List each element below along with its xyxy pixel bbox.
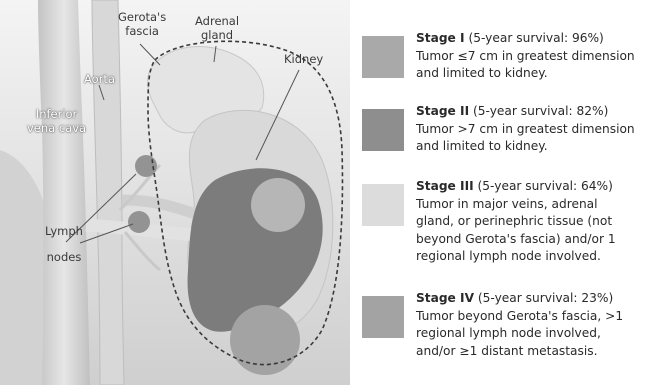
stage-ii-text: Stage II (5-year survival: 82%) Tumor >7… <box>416 103 652 156</box>
stage-i-desc-2: and limited to kidney. <box>416 65 652 83</box>
stage-iv-desc-2: regional lymph node involved, <box>416 325 652 343</box>
kidney-label: Kidney <box>284 52 323 66</box>
stage-iii-name: Stage III <box>416 179 474 193</box>
stage-i-name: Stage I <box>416 31 465 45</box>
stage-iii-swatch <box>362 184 404 226</box>
stage-iv-desc-1: Tumor beyond Gerota's fascia, >1 <box>416 308 652 326</box>
stage-iii-desc-1: Tumor in major veins, adrenal <box>416 196 652 214</box>
stage-ii-survival: (5-year survival: 82%) <box>473 104 608 118</box>
stage-ii-desc-1: Tumor >7 cm in greatest dimension <box>416 121 652 139</box>
stage-iii-survival: (5-year survival: 64%) <box>478 179 613 193</box>
stage-iv-desc-3: and/or ≥1 distant metastasis. <box>416 343 652 361</box>
stage-ii-swatch <box>362 109 404 151</box>
stage-iv-swatch <box>362 296 404 338</box>
stage-i-survival: (5-year survival: 96%) <box>468 31 603 45</box>
stage-iv-name: Stage IV <box>416 291 474 305</box>
lymph-node-lower <box>128 211 150 233</box>
stage-i-tumor <box>251 178 305 232</box>
stage-iv-text: Stage IV (5-year survival: 23%) Tumor be… <box>416 290 652 360</box>
stage-i-desc-1: Tumor ≤7 cm in greatest dimension <box>416 48 652 66</box>
stage-i-swatch <box>362 36 404 78</box>
stage-iii-text: Stage III (5-year survival: 64%) Tumor i… <box>416 178 652 266</box>
stage-iii-desc-3: beyond Gerota's fascia) and/or 1 <box>416 231 652 249</box>
stage-iii-desc-2: gland, or perinephric tissue (not <box>416 213 652 231</box>
stage-i-text: Stage I (5-year survival: 96%) Tumor ≤7 … <box>416 30 652 83</box>
stage-ii-desc-2: and limited to kidney. <box>416 138 652 156</box>
stage-iv-survival: (5-year survival: 23%) <box>478 291 613 305</box>
stage-ii-name: Stage II <box>416 104 469 118</box>
stage-iii-desc-4: regional lymph node involved. <box>416 248 652 266</box>
aorta-label: Aorta <box>84 72 115 86</box>
stage-iv-tumor <box>230 305 300 375</box>
